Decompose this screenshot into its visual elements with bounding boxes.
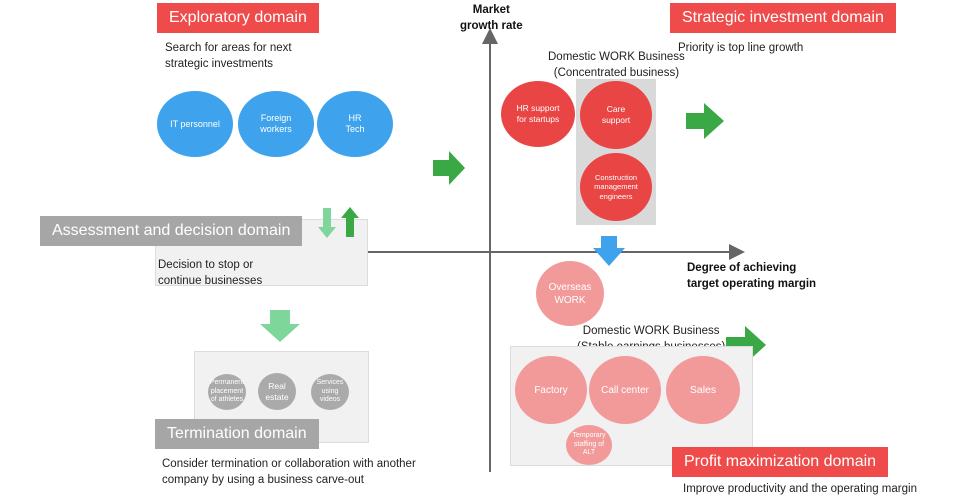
circle-text: Permanent xyxy=(209,379,245,387)
circle-text: for startups xyxy=(516,114,560,124)
assessment-domain-title: Assessment and decision domain xyxy=(40,216,303,246)
exploratory-desc-line1: Search for areas for next xyxy=(165,42,292,54)
circle-text: videos xyxy=(319,396,341,404)
termination-desc-line1: Consider termination or collaboration wi… xyxy=(162,458,416,470)
circle-text: Care xyxy=(606,104,626,114)
arrow-up-icon xyxy=(341,207,359,237)
profit-domain-desc: Improve productivity and the operating m… xyxy=(683,483,917,495)
termination-domain-desc: Consider termination or collaboration wi… xyxy=(162,456,416,488)
y-axis-label: Market growth rate xyxy=(460,2,523,34)
y-axis-label-line2: growth rate xyxy=(460,20,523,32)
assessment-desc-line1: Decision to stop or xyxy=(158,259,254,271)
termination-domain-title: Termination domain xyxy=(155,419,319,449)
strategic-group-line2: (Concentrated business) xyxy=(553,67,680,79)
circle-text: engineers xyxy=(599,191,633,201)
x-axis-label-line2: target operating margin xyxy=(687,278,817,290)
arrow-right-icon xyxy=(686,103,724,139)
arrow-down-icon xyxy=(593,236,625,266)
circle-text: Services xyxy=(316,379,344,387)
arrow-down-icon xyxy=(318,208,336,238)
circle-text: Tech xyxy=(345,124,365,134)
strategic-group-label: Domestic WORK Business (Concentrated bus… xyxy=(548,49,685,81)
exploratory-desc-line2: strategic investments xyxy=(165,58,274,70)
strategic-group-line1: Domestic WORK Business xyxy=(548,51,685,63)
x-axis-label-line1: Degree of achieving xyxy=(687,262,797,274)
circle-text: support xyxy=(601,115,631,125)
profit-circle-call-center: Call center xyxy=(589,356,661,424)
circle-text: estate xyxy=(265,391,289,402)
circle-text: IT personnel xyxy=(170,118,220,129)
assessment-desc-line2: continue businesses xyxy=(158,275,263,287)
circle-text: WORK xyxy=(554,294,586,306)
circle-text: Factory xyxy=(534,384,568,396)
arrow-right-icon xyxy=(433,151,465,185)
y-axis-label-line1: Market xyxy=(472,4,510,16)
circle-text: placement xyxy=(210,387,244,395)
circle-text: HR support xyxy=(516,103,560,113)
profit-group-line1: Domestic WORK Business xyxy=(582,325,720,337)
arrow-down-icon xyxy=(260,310,300,342)
assessment-domain-desc: Decision to stop or continue businesses xyxy=(158,257,262,289)
circle-text: Overseas xyxy=(548,281,592,293)
exploratory-domain-desc: Search for areas for next strategic inve… xyxy=(165,40,292,72)
circle-text: Call center xyxy=(601,384,649,396)
exploratory-domain-title: Exploratory domain xyxy=(157,3,319,33)
profit-circle-factory: Factory xyxy=(515,356,587,424)
circle-text: using xyxy=(321,387,339,395)
circle-text: Foreign xyxy=(260,113,292,123)
circle-text: Construction xyxy=(594,172,638,182)
exploratory-circle-it-personnel: IT personnel xyxy=(157,91,233,157)
profit-circle-sales: Sales xyxy=(666,356,740,424)
x-axis-label: Degree of achieving target operating mar… xyxy=(687,260,816,292)
circle-text: ALT xyxy=(582,449,596,457)
circle-text: staffing of xyxy=(573,440,605,448)
termination-desc-line2: company by using a business carve-out xyxy=(162,474,364,486)
circle-text: management xyxy=(594,182,638,192)
circle-text: of athletes xyxy=(210,396,244,404)
circle-text: Sales xyxy=(689,383,717,396)
strategic-domain-title: Strategic investment domain xyxy=(670,3,896,33)
profit-domain-title: Profit maximization domain xyxy=(672,447,889,477)
circle-text: Temporary xyxy=(572,432,606,440)
arrow-right-icon xyxy=(726,326,766,364)
circle-text: Real xyxy=(268,380,286,391)
strategic-domain-desc: Priority is top line growth xyxy=(678,42,804,54)
circle-text: HR xyxy=(348,113,362,123)
circle-text: workers xyxy=(260,124,292,134)
